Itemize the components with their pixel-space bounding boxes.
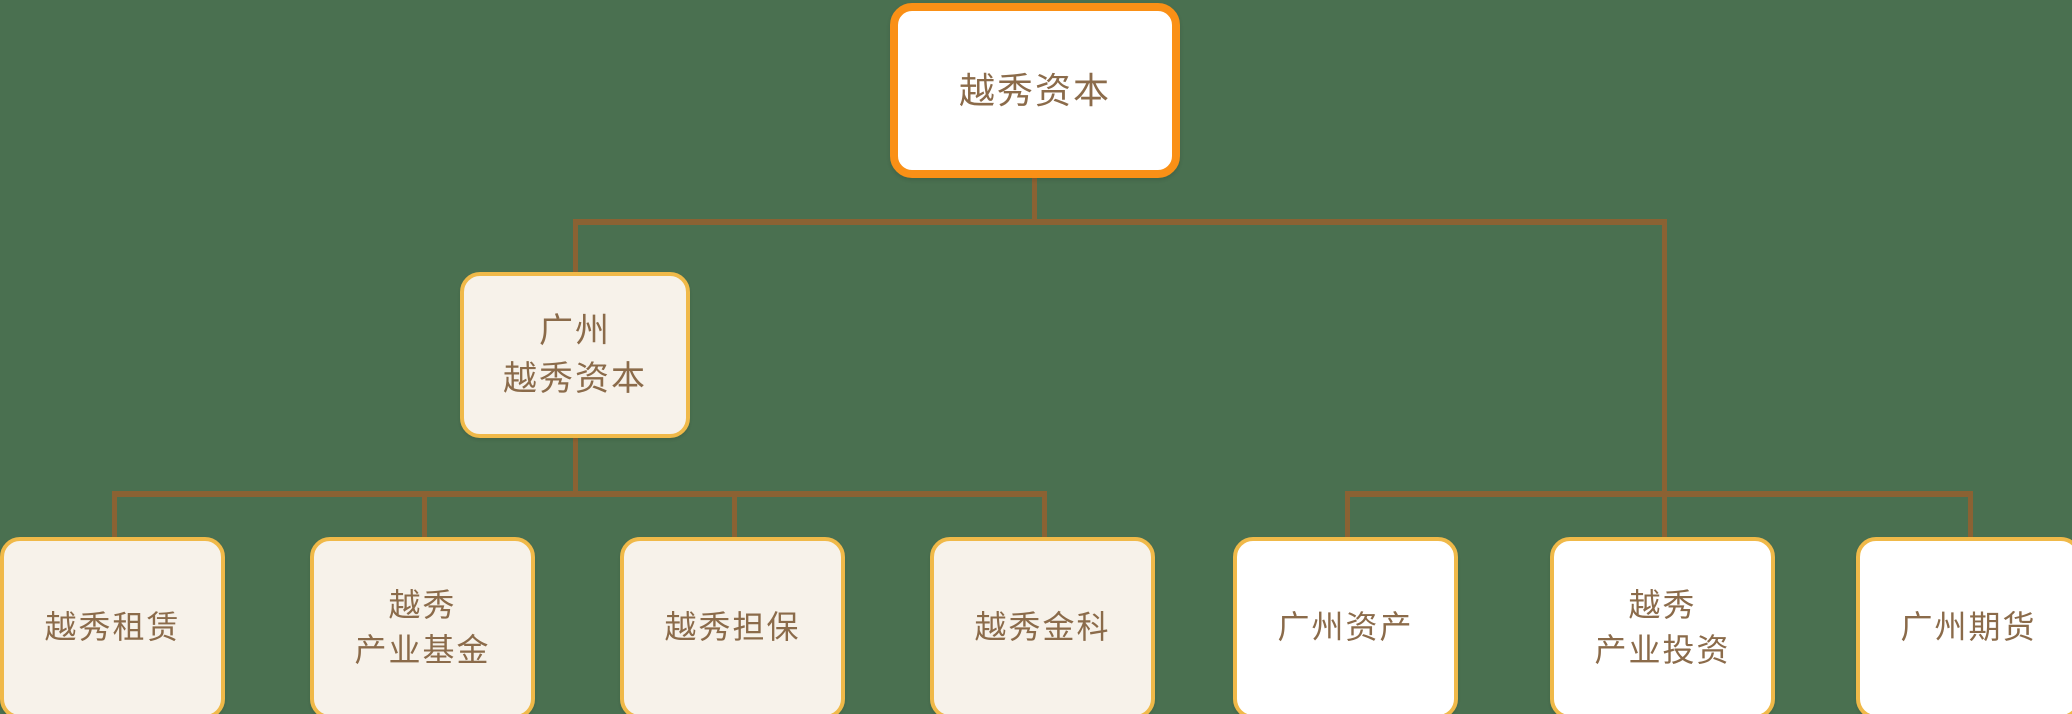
connector-left-group-bus (112, 491, 1045, 497)
connector-drop-leaf-3 (732, 491, 737, 539)
connector-drop-leaf-5 (1345, 491, 1350, 539)
node-leaf-yuexiu-fintech[interactable]: 越秀金科 (930, 537, 1155, 714)
node-leaf-4-label: 越秀金科 (974, 609, 1111, 646)
connector-drop-leaf-6 (1662, 491, 1667, 539)
connector-drop-leaf-7 (1968, 491, 1973, 539)
node-leaf-3-label: 越秀担保 (664, 609, 801, 646)
connector-drop-leaf-1 (112, 491, 117, 539)
node-leaf-yuexiu-industrial-investment[interactable]: 越秀 产业投资 (1550, 537, 1775, 714)
connector-root-stem (1032, 175, 1037, 225)
node-guangzhou-yuexiu-capital[interactable]: 广州 越秀资本 (460, 272, 690, 438)
connector-drop-leaf-2 (422, 491, 427, 539)
node-leaf-guangzhou-futures[interactable]: 广州期货 (1856, 537, 2072, 714)
connector-drop-to-mid (573, 219, 578, 275)
connector-right-group-bus (1345, 491, 1973, 497)
connector-level1-bus (575, 219, 1667, 225)
node-leaf-yuexiu-leasing[interactable]: 越秀租赁 (0, 537, 225, 714)
connector-drop-leaf-4 (1042, 491, 1047, 539)
node-root-label: 越秀资本 (958, 69, 1111, 111)
node-leaf-5-label: 广州资产 (1277, 609, 1414, 646)
node-leaf-1-label: 越秀租赁 (44, 609, 181, 646)
node-leaf-7-label: 广州期货 (1900, 609, 2037, 646)
node-leaf-yuexiu-guarantee[interactable]: 越秀担保 (620, 537, 845, 714)
connector-mid-stem (573, 436, 578, 496)
connector-drop-to-right-group (1662, 219, 1667, 495)
node-mid-label: 广州 越秀资本 (503, 311, 647, 398)
node-root-yuexiu-capital[interactable]: 越秀资本 (890, 3, 1180, 178)
node-leaf-2-label: 越秀 产业基金 (354, 586, 491, 668)
node-leaf-6-label: 越秀 产业投资 (1594, 586, 1731, 668)
node-leaf-guangzhou-assets[interactable]: 广州资产 (1233, 537, 1458, 714)
node-leaf-yuexiu-industry-fund[interactable]: 越秀 产业基金 (310, 537, 535, 714)
